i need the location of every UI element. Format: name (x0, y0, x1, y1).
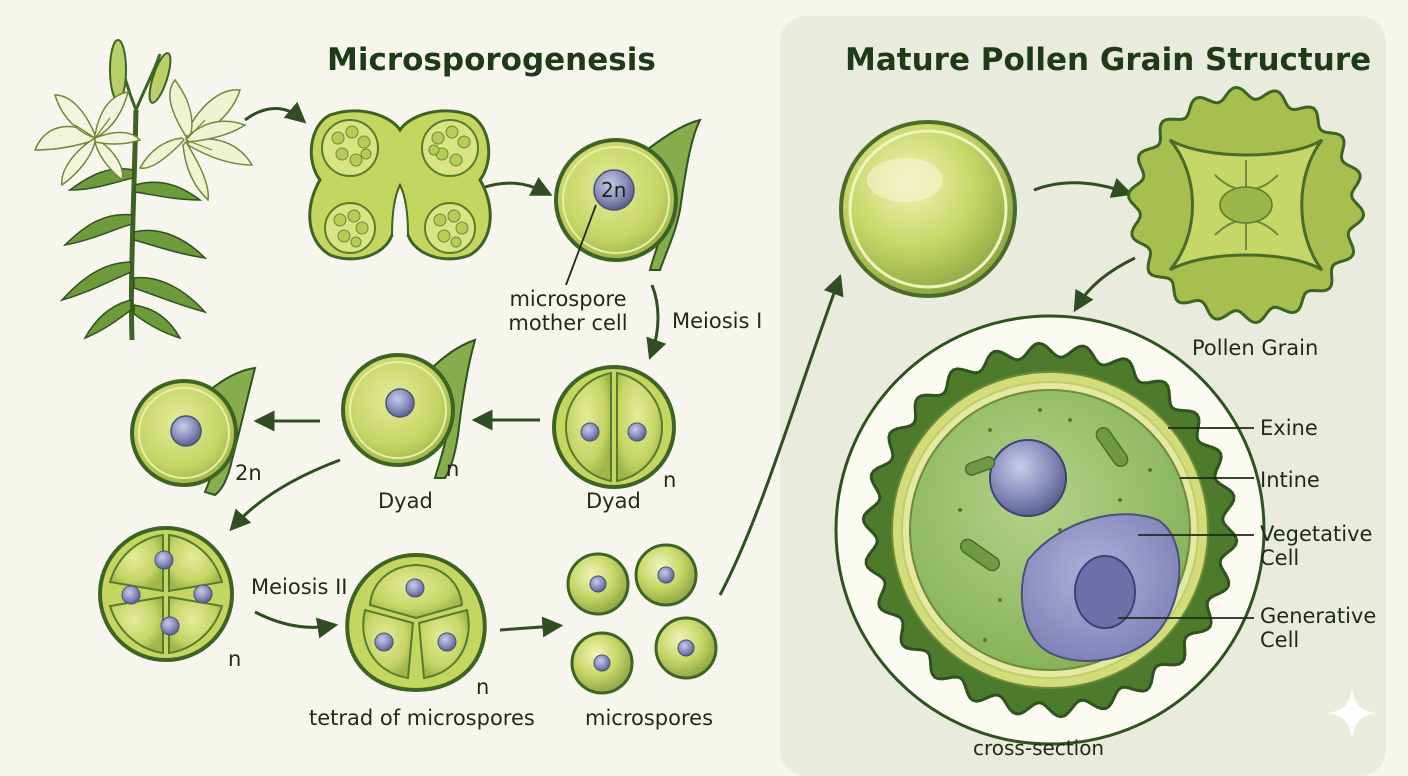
label-n-dyad-middle: n (446, 457, 460, 481)
dyad-split-cell (552, 365, 676, 489)
label-n-tetrad-microspores: n (476, 675, 490, 699)
label-cross-section: cross-section (973, 736, 1105, 760)
sparkle-icon (1328, 688, 1376, 738)
label-dyad-middle: Dyad (378, 489, 433, 513)
lily-plant-icon (33, 39, 254, 341)
label-generative-cell: Generative Cell (1260, 604, 1377, 652)
dyad-cell (341, 338, 477, 479)
label-vegetative-cell: Vegetative Cell (1260, 522, 1373, 570)
tetrad-cross-cell (98, 526, 234, 662)
title-microsporogenesis: Microsporogenesis (327, 42, 656, 78)
tetrad-of-microspores (345, 552, 487, 693)
label-meiosis-2: Meiosis II (251, 575, 348, 599)
label-meiosis-1: Meiosis I (672, 309, 763, 333)
label-intine: Intine (1260, 468, 1320, 492)
label-2n-cell: 2n (235, 461, 262, 485)
pollen-grain-exterior (1126, 85, 1366, 325)
diploid-cell (130, 366, 257, 497)
label-mmc: microspore mother cell (508, 287, 628, 335)
pollen-cross-section (834, 314, 1266, 746)
label-n-dyad-right: n (663, 468, 677, 492)
free-microspores (566, 543, 718, 695)
young-pollen-sphere (839, 120, 1017, 298)
label-tetrad-microspores: tetrad of microspores (309, 706, 535, 730)
title-pollen-structure: Mature Pollen Grain Structure (845, 42, 1372, 78)
label-n-tetrad: n (228, 647, 242, 671)
microspore-mother-cell (554, 118, 702, 286)
label-pollen-grain: Pollen Grain (1192, 336, 1319, 360)
label-dyad-right: Dyad (586, 489, 641, 513)
label-exine: Exine (1260, 416, 1318, 440)
label-microspores: microspores (585, 706, 714, 730)
label-nucleus-2n: 2n (601, 178, 627, 202)
anther-cross-section (308, 109, 492, 261)
